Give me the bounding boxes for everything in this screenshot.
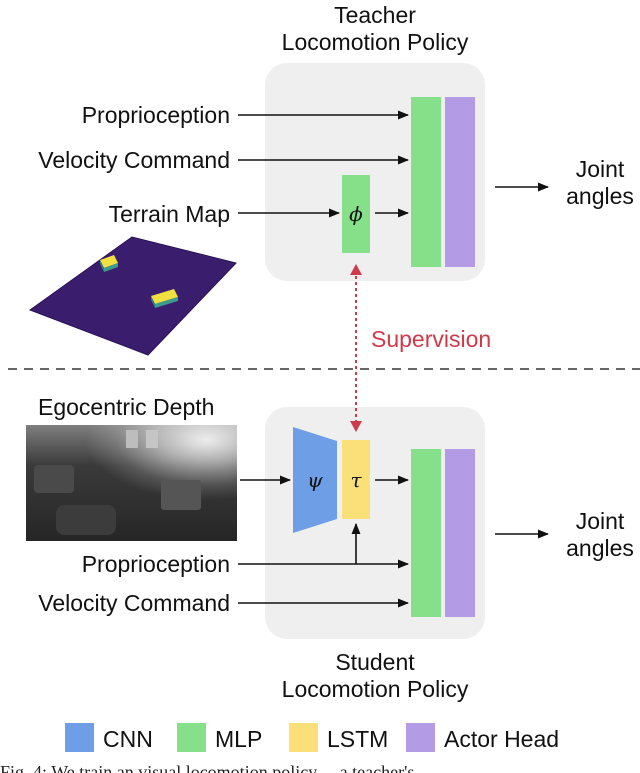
student-mlp-block [411,449,441,617]
legend-swatch-mlp [177,723,206,752]
teacher-title-line1: Teacher [334,2,416,28]
supervision-label: Supervision [371,326,492,352]
legend-label-lstm: LSTM [327,726,389,752]
student-output-line1: Joint [575,508,625,534]
student-title-line1: Student [335,649,415,675]
teacher-mlp-block [411,97,441,267]
teacher-input-terrain-map: Terrain Map [108,201,230,227]
legend-label-mlp: MLP [215,726,263,752]
student-title-line2: Locomotion Policy [281,676,469,702]
legend-swatch-lstm [289,723,318,752]
terrain-map [28,236,237,356]
psi-cnn-block: ψ [293,427,337,533]
phi-symbol: ϕ [349,202,363,226]
legend-label-actor-head: Actor Head [444,726,560,752]
tau-symbol: τ [350,467,362,492]
teacher-input-velocity-command: Velocity Command [38,147,230,173]
legend-label-cnn: CNN [103,726,153,752]
egocentric-depth-image [26,425,237,541]
legend-swatch-cnn [65,723,94,752]
phi-mlp-block: ϕ [342,175,370,253]
teacher-input-proprioception: Proprioception [81,102,230,128]
psi-symbol-wrap: ψ [293,427,337,533]
student-input-velocity-command: Velocity Command [38,590,230,616]
legend-swatch-actor-head [406,723,435,752]
egocentric-depth-label: Egocentric Depth [38,394,215,420]
teacher-title-line2: Locomotion Policy [281,29,469,55]
teacher-actor-head-block [445,97,475,267]
teacher-output-line2: angles [566,183,634,209]
student-output-line2: angles [566,535,634,561]
student-input-proprioception: Proprioception [81,551,230,577]
psi-symbol: ψ [307,468,323,492]
student-actor-head-block [445,449,475,617]
tau-lstm-block: τ [342,440,370,519]
teacher-output-line1: Joint [575,156,625,182]
figure-caption: Fig. 4: We train an visual locomotion po… [0,763,433,773]
psi-cnn-shape [293,427,337,533]
